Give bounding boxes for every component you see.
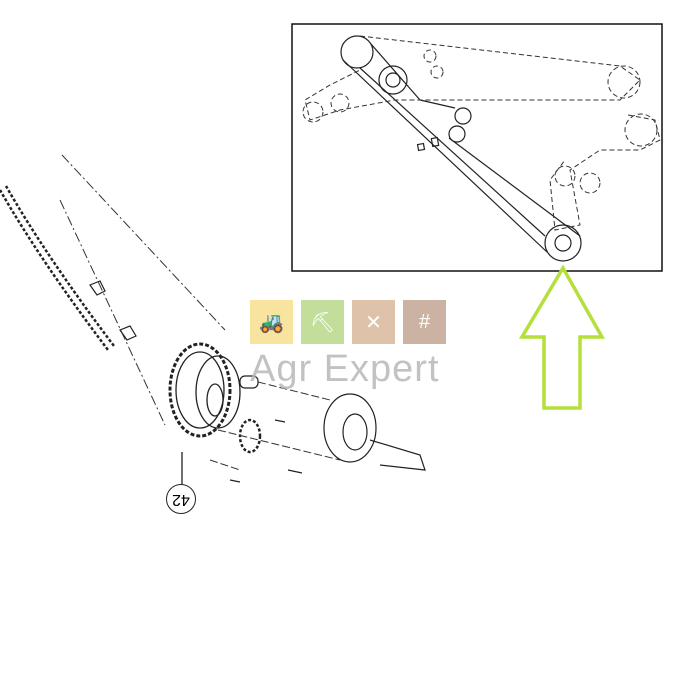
dashed-frame-parts <box>302 35 661 231</box>
sprocket <box>168 342 241 484</box>
chain-links <box>89 280 137 341</box>
chain-path-lines <box>59 154 226 426</box>
inset-frame <box>291 23 663 272</box>
part-number-callout: 42 <box>166 484 196 514</box>
chain-routing-schematic <box>340 35 582 262</box>
hub-parts <box>229 375 426 483</box>
fence-icon: # <box>403 300 446 344</box>
watermark-brand: Agr Expert <box>250 348 440 390</box>
roller-chain <box>0 185 115 351</box>
highlight-arrow <box>518 264 605 410</box>
watermark-logo: 🚜 ⛏ ✕ # Agr Expert <box>250 300 450 391</box>
tools-icon: ✕ <box>352 300 395 344</box>
wheelbarrow-icon: ⛏ <box>301 300 344 344</box>
assembly-lines <box>209 381 341 471</box>
tractor-icon: 🚜 <box>250 300 293 344</box>
